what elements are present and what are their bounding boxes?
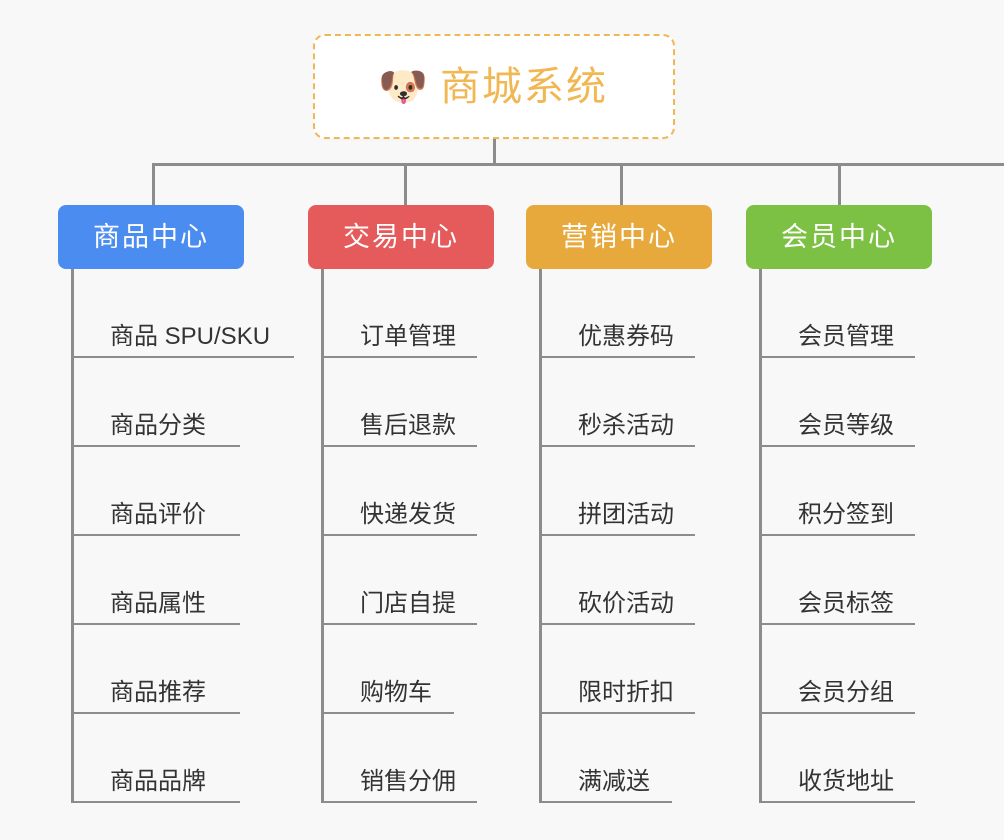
leaf-label: 满减送 <box>578 768 650 795</box>
list-item[interactable]: 拼团活动 <box>539 447 712 536</box>
leaf-underline <box>324 801 477 803</box>
leaf-label: 限时折扣 <box>578 679 674 706</box>
leaf-underline <box>542 623 695 625</box>
leaf-label: 收货地址 <box>798 768 894 795</box>
leaf-underline <box>324 534 477 536</box>
leaf-label: 积分签到 <box>798 501 894 528</box>
leaf-label: 购物车 <box>360 679 432 706</box>
leaf-underline <box>762 445 915 447</box>
leaf-underline <box>542 801 672 803</box>
leaf-underline <box>542 356 695 358</box>
connector-horizontal-bus <box>152 163 1004 166</box>
list-item[interactable]: 商品评价 <box>71 447 270 536</box>
list-item[interactable]: 购物车 <box>321 625 494 714</box>
list-item[interactable]: 满减送 <box>539 714 712 803</box>
list-item[interactable]: 会员管理 <box>759 269 932 358</box>
leaf-label: 优惠券码 <box>578 323 674 350</box>
leaf-underline <box>324 712 454 714</box>
category-column-2: 营销中心 优惠券码 秒杀活动 拼团活动 砍价活动 限时折扣 <box>526 205 712 803</box>
leaf-label: 商品推荐 <box>110 679 206 706</box>
leaf-label: 砍价活动 <box>578 590 674 617</box>
category-label-2: 营销中心 <box>561 221 677 252</box>
list-item[interactable]: 商品属性 <box>71 536 270 625</box>
connector-drop-2 <box>620 163 623 205</box>
category-header-0[interactable]: 商品中心 <box>58 205 244 269</box>
list-item[interactable]: 会员等级 <box>759 358 932 447</box>
leaf-underline <box>74 356 294 358</box>
category-header-1[interactable]: 交易中心 <box>308 205 494 269</box>
leaf-list-1: 订单管理 售后退款 快递发货 门店自提 购物车 销售分佣 <box>321 269 494 803</box>
leaf-label: 快递发货 <box>360 501 456 528</box>
leaf-label: 会员标签 <box>798 590 894 617</box>
leaf-label: 会员等级 <box>798 412 894 439</box>
leaf-label: 商品分类 <box>110 412 206 439</box>
category-header-3[interactable]: 会员中心 <box>746 205 932 269</box>
leaf-label: 商品属性 <box>110 590 206 617</box>
list-item[interactable]: 收货地址 <box>759 714 932 803</box>
category-column-0: 商品中心 商品 SPU/SKU 商品分类 商品评价 商品属性 商品推荐 <box>58 205 294 803</box>
leaf-underline <box>762 623 915 625</box>
leaf-label: 会员分组 <box>798 679 894 706</box>
category-label-0: 商品中心 <box>93 221 209 252</box>
list-item[interactable]: 会员标签 <box>759 536 932 625</box>
leaf-label: 拼团活动 <box>578 501 674 528</box>
leaf-list-2: 优惠券码 秒杀活动 拼团活动 砍价活动 限时折扣 满减送 <box>539 269 712 803</box>
list-item[interactable]: 优惠券码 <box>539 269 712 358</box>
list-item[interactable]: 会员分组 <box>759 625 932 714</box>
leaf-label: 销售分佣 <box>360 768 456 795</box>
leaf-underline <box>542 712 695 714</box>
leaf-underline <box>74 801 240 803</box>
list-item[interactable]: 积分签到 <box>759 447 932 536</box>
list-item[interactable]: 砍价活动 <box>539 536 712 625</box>
leaf-label: 售后退款 <box>360 412 456 439</box>
category-column-1: 交易中心 订单管理 售后退款 快递发货 门店自提 购物车 <box>308 205 494 803</box>
list-item[interactable]: 售后退款 <box>321 358 494 447</box>
list-item[interactable]: 商品推荐 <box>71 625 270 714</box>
leaf-label: 会员管理 <box>798 323 894 350</box>
leaf-label: 商品评价 <box>110 501 206 528</box>
category-label-3: 会员中心 <box>781 221 897 252</box>
leaf-label: 秒杀活动 <box>578 412 674 439</box>
leaf-label: 门店自提 <box>360 590 456 617</box>
leaf-label: 商品品牌 <box>110 768 206 795</box>
category-label-1: 交易中心 <box>343 221 459 252</box>
connector-root-stem <box>493 139 496 165</box>
list-item[interactable]: 商品分类 <box>71 358 270 447</box>
connector-drop-0 <box>152 163 155 205</box>
leaf-list-0: 商品 SPU/SKU 商品分类 商品评价 商品属性 商品推荐 商品品牌 <box>71 269 294 803</box>
list-item[interactable]: 限时折扣 <box>539 625 712 714</box>
leaf-underline <box>324 356 477 358</box>
list-item[interactable]: 商品 SPU/SKU <box>71 269 294 358</box>
root-node[interactable]: 🐶 商城系统 <box>313 34 675 139</box>
list-item[interactable]: 订单管理 <box>321 269 494 358</box>
leaf-underline <box>762 356 915 358</box>
leaf-underline <box>324 623 477 625</box>
leaf-label: 商品 SPU/SKU <box>110 323 271 350</box>
leaf-underline <box>74 534 240 536</box>
list-item[interactable]: 秒杀活动 <box>539 358 712 447</box>
list-item[interactable]: 销售分佣 <box>321 714 494 803</box>
leaf-underline <box>762 801 915 803</box>
leaf-underline <box>762 712 915 714</box>
connector-drop-1 <box>404 163 407 205</box>
leaf-underline <box>74 623 240 625</box>
leaf-label: 订单管理 <box>360 323 456 350</box>
category-header-2[interactable]: 营销中心 <box>526 205 712 269</box>
leaf-underline <box>74 445 240 447</box>
list-item[interactable]: 快递发货 <box>321 447 494 536</box>
list-item[interactable]: 商品品牌 <box>71 714 270 803</box>
leaf-list-3: 会员管理 会员等级 积分签到 会员标签 会员分组 收货地址 <box>759 269 932 803</box>
list-item[interactable]: 门店自提 <box>321 536 494 625</box>
leaf-underline <box>542 445 695 447</box>
dog-face-icon: 🐶 <box>378 64 428 109</box>
root-title: 商城系统 <box>440 64 608 109</box>
leaf-underline <box>542 534 695 536</box>
leaf-underline <box>762 534 915 536</box>
category-column-3: 会员中心 会员管理 会员等级 积分签到 会员标签 会员分组 <box>746 205 932 803</box>
leaf-underline <box>324 445 477 447</box>
leaf-underline <box>74 712 240 714</box>
connector-drop-3 <box>838 163 841 205</box>
